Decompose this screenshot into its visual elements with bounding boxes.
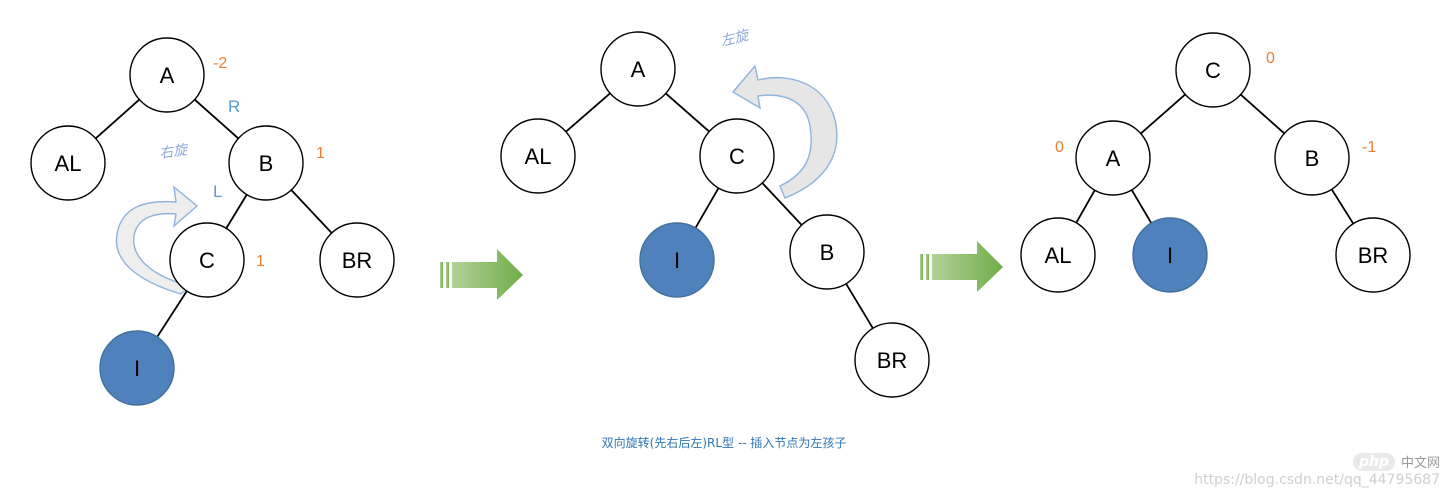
- watermark-url: https://blog.csdn.net/qq_44795687: [1194, 472, 1440, 488]
- node-circle: [600, 31, 676, 107]
- node-b: B: [1274, 120, 1350, 196]
- edge-a-b: [194, 98, 239, 140]
- edge-a-al: [565, 92, 611, 133]
- balance-factor-b: -1: [1362, 139, 1376, 156]
- node-c: C: [699, 118, 775, 194]
- edge-c-a: [1140, 93, 1186, 135]
- node-i: I: [99, 330, 175, 406]
- edge-b-br: [1330, 188, 1355, 225]
- rotate-left-arrow-icon: [731, 64, 838, 199]
- edge-a-al: [1075, 189, 1096, 224]
- node-label: A: [631, 57, 646, 82]
- edge-c-b: [761, 182, 803, 226]
- tree-panel-3: C A B AL I BR 0 0 -1: [1020, 32, 1411, 293]
- edge-c-i: [694, 187, 720, 229]
- balance-factor-c: 0: [1266, 50, 1275, 67]
- node-circle: [30, 125, 106, 201]
- node-label: BR: [342, 248, 373, 273]
- edge-b-br: [845, 283, 874, 329]
- node-label: I: [674, 248, 680, 273]
- watermark-logo: php: [1352, 452, 1395, 471]
- node-circle: [129, 37, 205, 113]
- node-label: C: [1205, 58, 1221, 83]
- edge-c-i: [156, 290, 188, 338]
- node-label: I: [134, 356, 140, 381]
- node-circle: [228, 125, 304, 201]
- node-a: A: [1075, 120, 1151, 196]
- node-al: AL: [1020, 217, 1096, 293]
- direction-label-l: L: [213, 182, 222, 201]
- node-circle: [99, 330, 175, 406]
- balance-factor-a: -2: [213, 55, 227, 72]
- node-label: AL: [55, 151, 82, 176]
- node-label: B: [259, 151, 274, 176]
- edge-a-al: [95, 98, 140, 140]
- edge-a-c: [665, 92, 710, 133]
- node-label: BR: [1358, 243, 1389, 268]
- node-label: C: [199, 248, 215, 273]
- node-circle: [319, 222, 395, 298]
- edge-c-b: [1240, 93, 1285, 135]
- node-al: AL: [30, 125, 106, 201]
- node-label: AL: [525, 144, 552, 169]
- node-b: B: [789, 214, 865, 290]
- node-circle: [1274, 120, 1350, 196]
- node-circle: [854, 322, 930, 398]
- node-label: A: [1106, 146, 1121, 171]
- balance-factor-c: 1: [256, 253, 265, 270]
- step-arrow-1-icon: [440, 249, 523, 300]
- node-i: I: [1132, 217, 1208, 293]
- node-al: AL: [500, 118, 576, 194]
- step-arrow-2-icon: [920, 241, 1003, 292]
- node-label: I: [1167, 243, 1173, 268]
- node-c: C: [1175, 32, 1251, 108]
- edge-b-br: [290, 189, 333, 234]
- rotation-label: 右旋: [158, 142, 190, 162]
- node-label: A: [160, 63, 175, 88]
- watermark-site: 中文网: [1400, 456, 1440, 471]
- balance-factor-a: 0: [1055, 139, 1064, 156]
- rotate-right-arrow-icon: [115, 185, 199, 295]
- node-circle: [639, 222, 715, 298]
- node-circle: [699, 118, 775, 194]
- node-label: AL: [1045, 243, 1072, 268]
- node-circle: [1132, 217, 1208, 293]
- edge-a-i: [1130, 189, 1153, 224]
- node-circle: [500, 118, 576, 194]
- node-label: C: [729, 144, 745, 169]
- node-i: I: [639, 222, 715, 298]
- node-a: A: [129, 37, 205, 113]
- node-br: BR: [319, 222, 395, 298]
- node-br: BR: [854, 322, 930, 398]
- node-c: C: [169, 222, 245, 298]
- node-circle: [1075, 120, 1151, 196]
- balance-factor-b: 1: [316, 145, 325, 162]
- tree-panel-1: A AL B C BR I -2 1 1 R L 右旋: [30, 37, 395, 406]
- node-label: B: [1305, 146, 1320, 171]
- node-label: BR: [877, 348, 908, 373]
- edge-b-c: [225, 194, 248, 229]
- diagram-caption: 双向旋转(先右后左)RL型 -- 插入节点为左孩子: [0, 434, 1448, 451]
- node-b: B: [228, 125, 304, 201]
- watermark: php 中文网 https://blog.csdn.net/qq_4479568…: [1194, 452, 1440, 488]
- node-label: B: [820, 240, 835, 265]
- caption-text: 双向旋转(先右后左)RL型 -- 插入节点为左孩子: [601, 436, 847, 450]
- tree-panel-2: A AL C I B BR 左旋: [500, 27, 930, 398]
- rotation-label: 左旋: [719, 27, 752, 50]
- node-circle: [1175, 32, 1251, 108]
- node-a: A: [600, 31, 676, 107]
- node-br: BR: [1335, 217, 1411, 293]
- node-circle: [789, 214, 865, 290]
- node-circle: [1020, 217, 1096, 293]
- node-circle: [1335, 217, 1411, 293]
- direction-label-r: R: [228, 97, 240, 116]
- node-circle: [169, 222, 245, 298]
